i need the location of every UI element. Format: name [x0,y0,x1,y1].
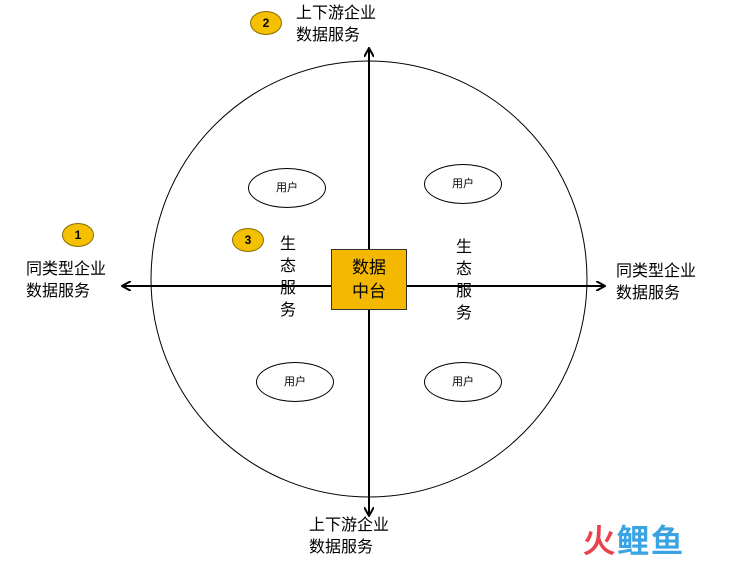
right-label-line1: 同类型企业 [616,261,697,280]
data-middle-platform-box: 数据 中台 [331,249,407,310]
watermark-part1: 火 [583,522,618,560]
bottom-label: 上下游企业 数据服务 [309,514,389,558]
user-node-bottom-right: 用户 [424,362,502,402]
right-label-line2: 数据服务 [616,283,681,302]
right-eco-service-label: 生态服务 [455,237,472,322]
top-label-line1: 上下游企业 [296,3,377,22]
top-label: 上下游企业 数据服务 [296,2,376,46]
user-node-top-left: 用户 [248,168,326,208]
watermark-logo: 火鲤鱼 [583,516,685,562]
bottom-label-line2: 数据服务 [309,537,374,556]
user-node-bottom-left: 用户 [256,362,334,402]
left-eco-service-label: 生态服务 [279,234,296,319]
hub-line1: 数据 [352,258,386,278]
right-label: 同类型企业 数据服务 [616,260,696,304]
hub-line2: 中台 [352,282,386,302]
left-label-line1: 同类型企业 [26,259,107,278]
top-label-line2: 数据服务 [296,25,361,44]
badge-3: 3 [232,228,264,252]
bottom-label-line1: 上下游企业 [309,515,390,534]
user-node-top-right: 用户 [424,164,502,204]
left-label: 同类型企业 数据服务 [26,258,106,302]
badge-1: 1 [62,223,94,247]
badge-2: 2 [250,11,282,35]
left-label-line2: 数据服务 [26,281,91,300]
watermark-part2: 鲤鱼 [617,522,686,560]
